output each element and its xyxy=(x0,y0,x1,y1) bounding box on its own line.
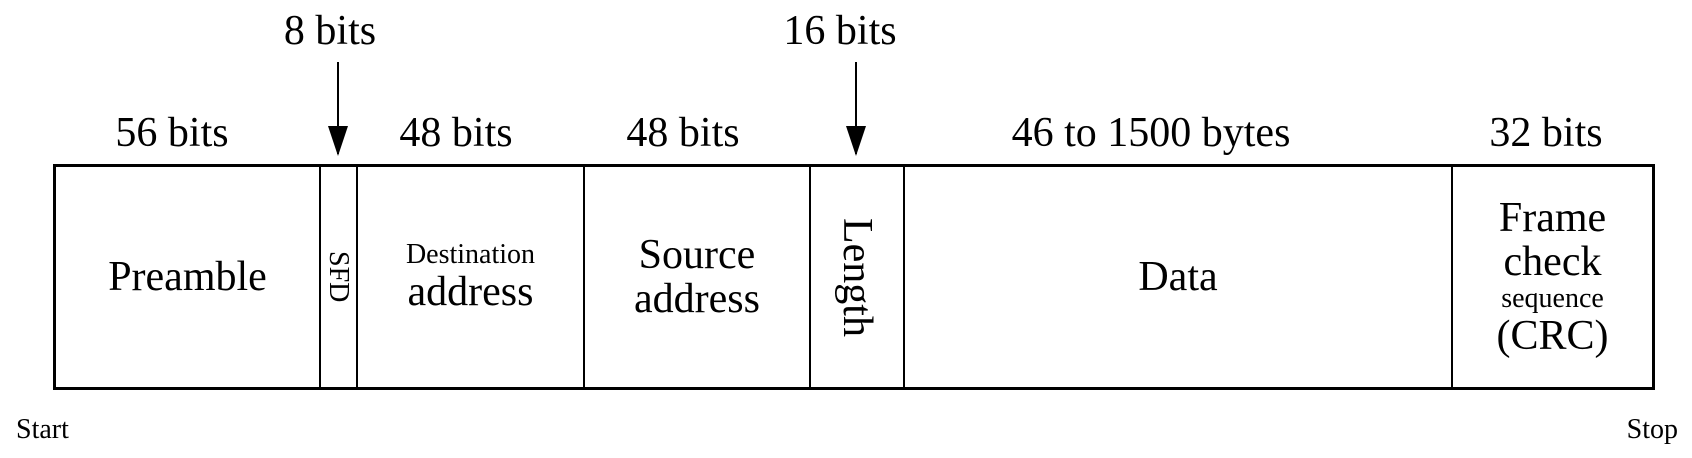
data-size-label: 46 to 1500 bytes xyxy=(1011,110,1291,156)
sfd-arrow-icon xyxy=(328,62,348,156)
source-label-line1: Source xyxy=(638,231,756,278)
destination-size-label: 48 bits xyxy=(399,110,513,156)
source-size-label: 48 bits xyxy=(626,110,740,156)
stop-label: Stop xyxy=(1626,414,1678,445)
fcs-size-label: 32 bits xyxy=(1489,110,1603,156)
source-address-field: Source address xyxy=(585,167,811,387)
fcs-label-line4: (CRC) xyxy=(1496,312,1609,359)
destination-label-line2: address xyxy=(407,268,534,315)
length-arrow-icon xyxy=(846,62,866,156)
fcs-field: Frame check sequence (CRC) xyxy=(1453,167,1652,387)
sfd-field: SFD xyxy=(321,167,358,387)
fcs-label-line1: Frame xyxy=(1498,195,1607,242)
preamble-size-label: 56 bits xyxy=(115,110,229,156)
data-field: Data xyxy=(905,167,1453,387)
length-field: Length xyxy=(811,167,905,387)
frame-fields: Preamble SFD Destination address Source … xyxy=(53,164,1655,390)
length-label: Length xyxy=(834,217,881,337)
sfd-label: SFD xyxy=(323,251,355,303)
preamble-field: Preamble xyxy=(56,167,321,387)
length-size-label: 16 bits xyxy=(783,8,897,54)
destination-label-line1: Destination xyxy=(405,239,536,271)
start-label: Start xyxy=(16,414,69,445)
preamble-label: Preamble xyxy=(108,253,267,300)
destination-address-field: Destination address xyxy=(358,167,585,387)
data-label: Data xyxy=(1138,253,1218,300)
fcs-label-line2: check xyxy=(1503,239,1602,286)
sfd-size-label: 8 bits xyxy=(283,8,377,54)
fcs-label-line3: sequence xyxy=(1501,283,1604,315)
source-label-line2: address xyxy=(634,276,760,322)
